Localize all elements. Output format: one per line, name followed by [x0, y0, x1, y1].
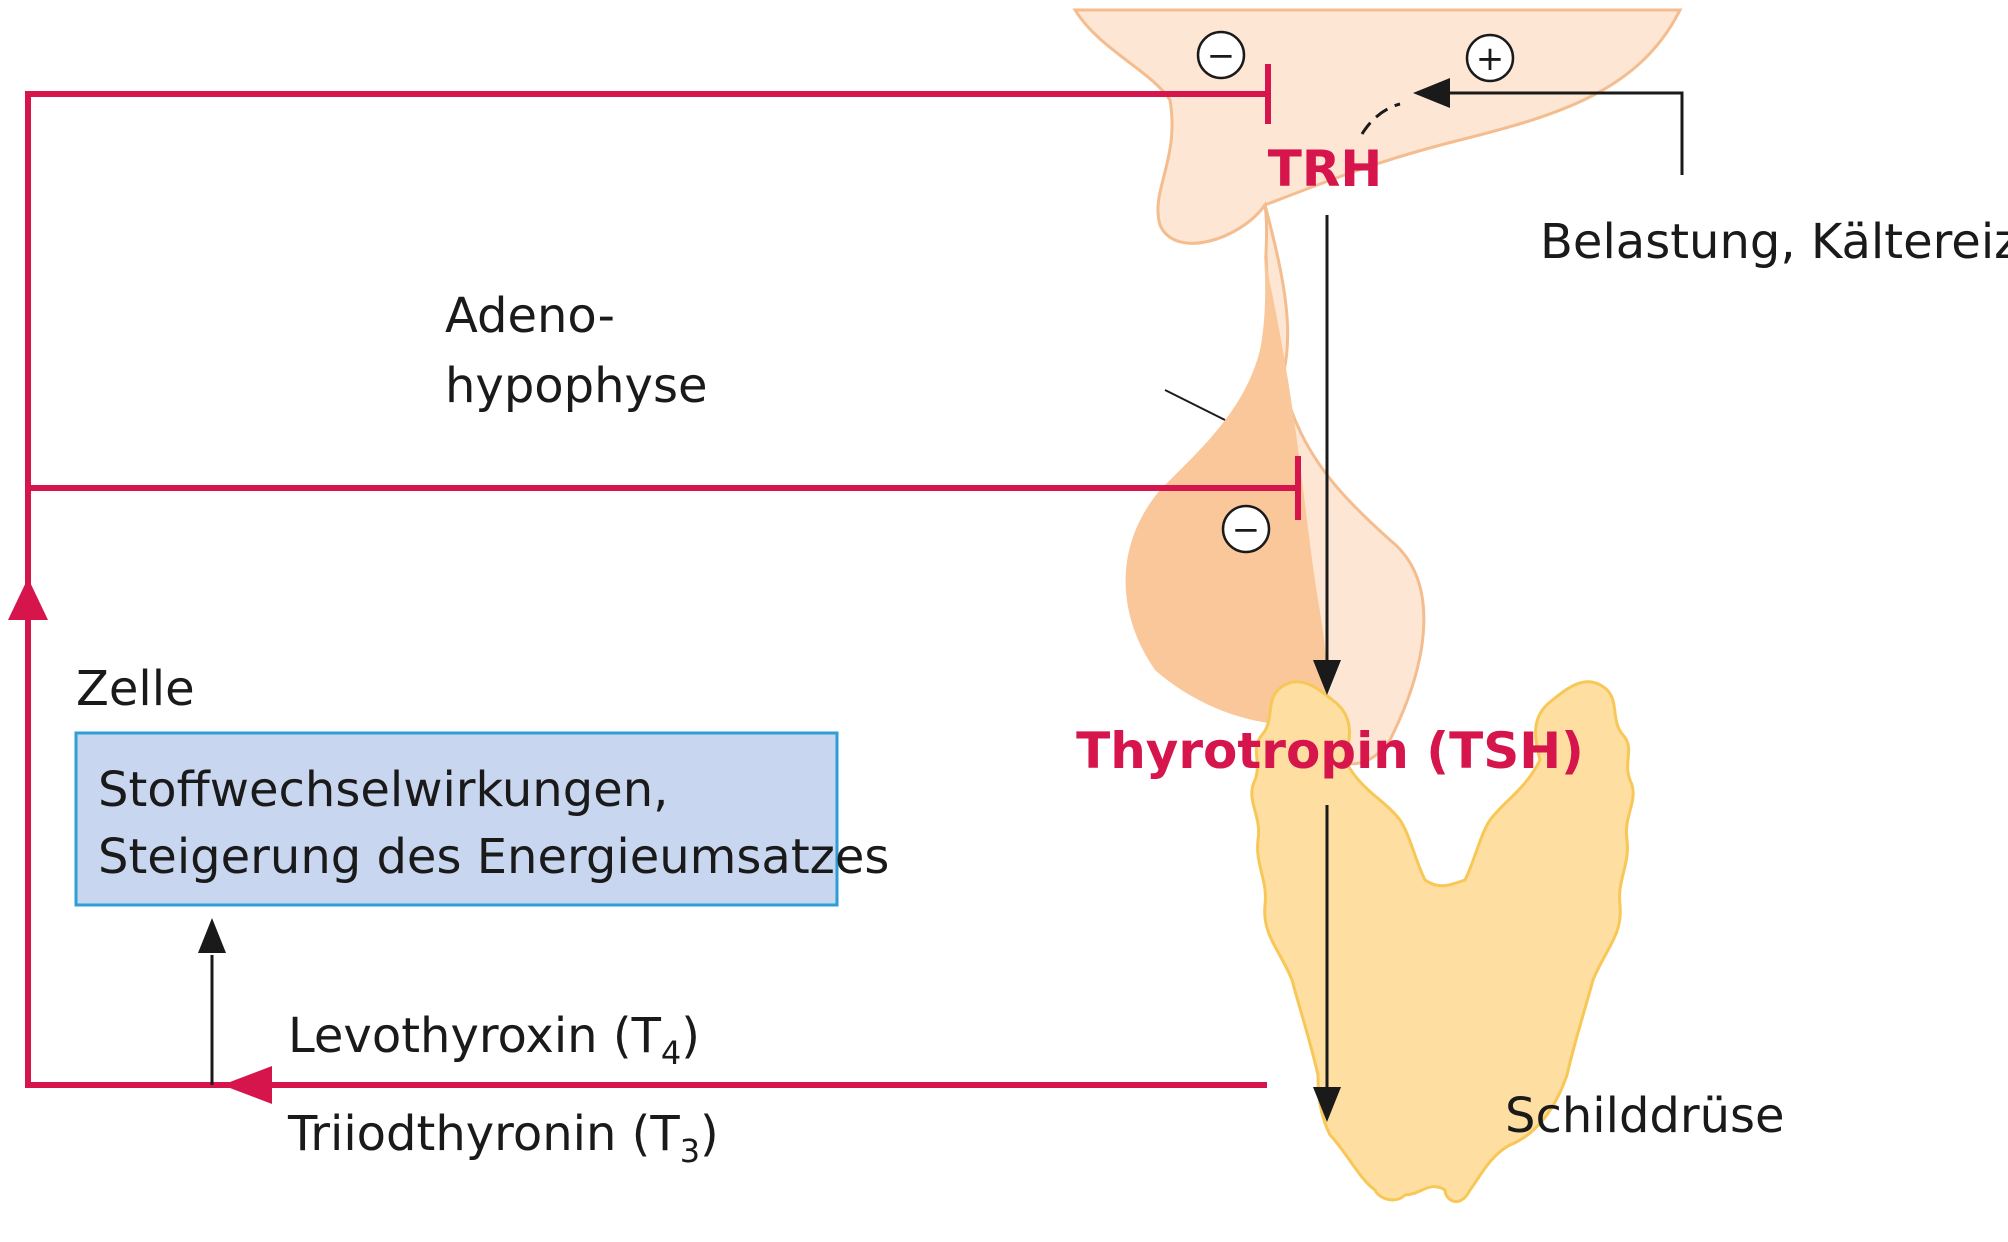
adeno-leader-line [1164, 389, 1226, 421]
trh-label: TRH [1268, 140, 1382, 198]
plus-circle-icon [1465, 33, 1515, 83]
t3-subscript: 3 [680, 1132, 700, 1170]
adenohypophyse-label-line2: hypophyse [445, 358, 708, 414]
thyroid-arrowhead [1313, 1087, 1341, 1122]
t4-close: ) [681, 1008, 700, 1064]
stimulate-sign: + [1465, 33, 1515, 83]
cell-arrowhead [198, 918, 226, 953]
thyroid-label: Schilddrüse [1505, 1088, 1785, 1144]
tsh-label: Thyrotropin (TSH) [1076, 722, 1584, 780]
stimulus-dashed-connector [1360, 102, 1401, 135]
stimulus-label: Belastung, Kältereize [1540, 214, 2008, 270]
t3-close: ) [700, 1106, 719, 1162]
signal-arrows [210, 91, 1684, 1090]
stimulus-arrowhead [1413, 78, 1450, 108]
stimulus-arrow-line [1445, 91, 1684, 175]
hypothalamus-shape [1072, 8, 1683, 766]
inhibit-sign-pituitary: − [1221, 504, 1271, 554]
inhibit-sign-pituitary-label: − [1232, 510, 1261, 550]
adenohypophyse-label-line1: Adeno- [445, 288, 615, 344]
thyroid-gland-shape [1250, 680, 1635, 1203]
cell-effects-box [74, 731, 839, 907]
minus-circle-icon [1196, 30, 1246, 80]
t3-label: Triiodthyronin (T3) [287, 1106, 719, 1170]
hormone-left-arrowhead [222, 1066, 272, 1104]
inhibit-sign-top-label: − [1207, 36, 1236, 76]
cell-effects-line1: Stoffwechselwirkungen, [98, 762, 668, 818]
cell-label: Zelle [76, 661, 195, 717]
t4-label: Levothyroxin (T4) [288, 1008, 700, 1072]
stimulate-sign-label: + [1476, 39, 1505, 79]
feedback-up-arrowhead [8, 578, 48, 620]
cell-effects-line2: Steigerung des Energieumsatzes [98, 829, 889, 885]
minus-circle-icon [1221, 504, 1271, 554]
t4-name: Levothyroxin (T [288, 1008, 662, 1064]
t3-name: Triiodthyronin (T [287, 1106, 680, 1162]
inhibit-sign-top: − [1196, 30, 1246, 80]
feedback-loop [25, 64, 1301, 1088]
t4-subscript: 4 [661, 1034, 681, 1072]
tsh-arrowhead [1313, 660, 1341, 695]
